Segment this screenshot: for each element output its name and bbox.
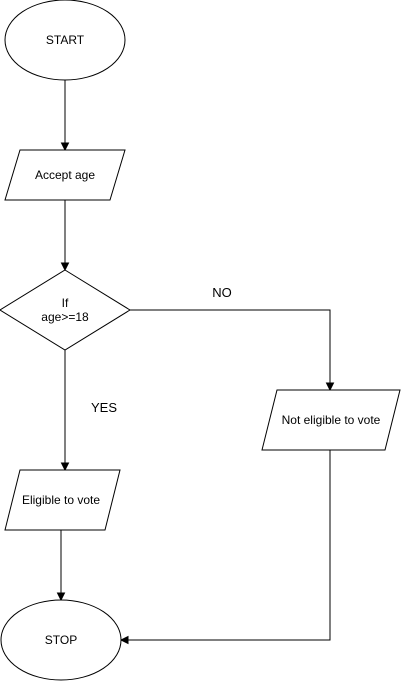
eligible-node: Eligible to vote bbox=[4, 469, 121, 531]
edge-accept-age-to-decision bbox=[60, 200, 70, 272]
decision-node: If age>=18 bbox=[0, 269, 131, 351]
edge-start-to-accept-age bbox=[60, 80, 70, 152]
start-label: START bbox=[46, 33, 85, 47]
arrowhead-icon bbox=[119, 635, 129, 645]
decision-label-line1: If bbox=[62, 296, 69, 310]
edge-decision-yes bbox=[60, 350, 70, 472]
start-node: START bbox=[4, 0, 126, 81]
arrowhead-icon bbox=[60, 142, 70, 152]
arrowhead-icon bbox=[60, 462, 70, 472]
arrowhead-icon bbox=[60, 262, 70, 272]
stop-label: STOP bbox=[45, 633, 77, 647]
arrowhead-icon bbox=[325, 382, 335, 392]
stop-ellipse bbox=[0, 599, 122, 681]
yes-edge-label: YES bbox=[91, 400, 117, 415]
accept-age-node: Accept age bbox=[4, 149, 126, 201]
decision-label-line2: age>=18 bbox=[41, 310, 89, 324]
not-eligible-label: Not eligible to vote bbox=[282, 413, 381, 427]
arrowhead-icon bbox=[56, 592, 66, 602]
accept-age-parallelogram bbox=[4, 149, 126, 201]
no-edge-label: NO bbox=[212, 285, 232, 300]
accept-age-label: Accept age bbox=[35, 168, 95, 182]
edge-decision-no bbox=[130, 309, 335, 392]
edge-eligible-to-stop bbox=[56, 530, 66, 602]
not-eligible-parallelogram bbox=[261, 389, 401, 451]
eligible-label: Eligible to vote bbox=[22, 493, 100, 507]
not-eligible-node: Not eligible to vote bbox=[261, 389, 401, 451]
edge-not-eligible-to-stop bbox=[119, 450, 331, 645]
eligible-parallelogram bbox=[4, 469, 121, 531]
stop-node: STOP bbox=[0, 599, 122, 681]
